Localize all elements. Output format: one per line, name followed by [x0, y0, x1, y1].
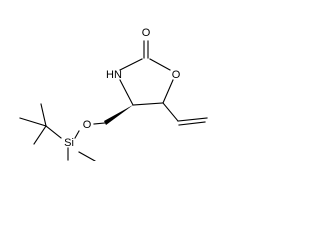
bond-n-c2	[119, 58, 143, 71]
bond-vinyl-double-2	[178, 121, 206, 126]
bond-c5-vinyl	[162, 102, 179, 122]
bond-c4-n	[119, 79, 134, 106]
bond-o1-c5	[162, 79, 174, 104]
atom-label-ether-oxygen: O	[83, 119, 92, 131]
atom-label-silicon: Si	[64, 137, 74, 149]
tbs-group	[19, 103, 96, 161]
atom-label-ring-nitrogen: HN	[106, 69, 122, 81]
bond-cquat-methyl-2	[19, 117, 47, 127]
bond-ch2-o	[93, 122, 106, 125]
bond-si-cquat	[45, 125, 62, 139]
molecule-structure: O O HN O Si	[19, 27, 208, 161]
bond-c5-c4	[132, 102, 164, 106]
bond-o-si	[74, 130, 80, 139]
bond-si-methyl-2	[78, 151, 96, 161]
atom-label-carbonyl-oxygen: O	[142, 27, 151, 39]
ring-bonds	[119, 58, 174, 106]
bond-vinyl-double-1	[177, 117, 208, 122]
stereo-wedge-bond	[104, 105, 133, 125]
bond-cquat-methyl-3	[33, 125, 47, 145]
atom-label-ring-oxygen: O	[172, 69, 181, 81]
silyl-ether-chain	[74, 122, 106, 139]
bond-cquat-methyl-1	[40, 103, 47, 127]
carbonyl-double-bond	[143, 40, 149, 59]
bond-c2-o1	[149, 58, 171, 71]
vinyl-group	[162, 102, 208, 126]
atom-labels: O O HN O Si	[64, 27, 181, 149]
